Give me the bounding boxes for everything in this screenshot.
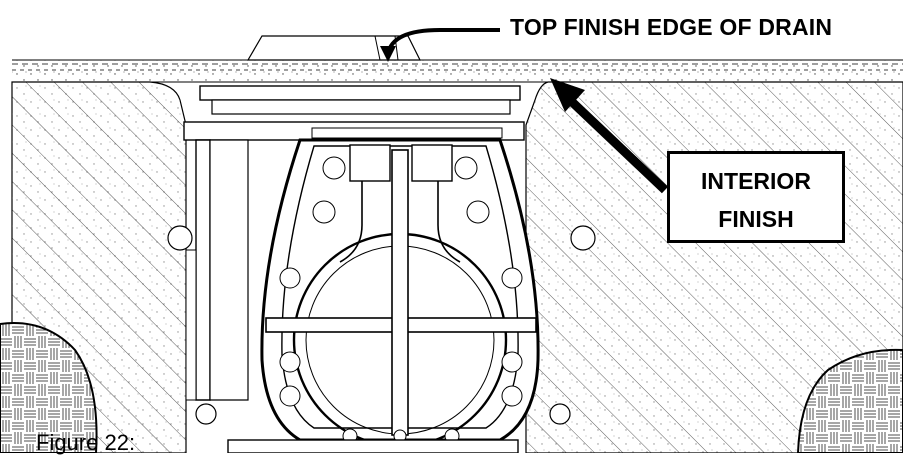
top-finish-edge-label: TOP FINISH EDGE OF DRAIN	[510, 14, 833, 40]
brick-region-left	[0, 322, 98, 454]
interior-finish-label-line1: INTERIOR	[701, 168, 811, 194]
figure-caption: Figure 22:	[36, 430, 136, 455]
interior-finish-arrow	[550, 78, 669, 194]
rebar-circles	[167, 225, 596, 425]
interior-finish-label-line2: FINISH	[718, 206, 794, 232]
finish-layer-band	[12, 59, 903, 83]
brick-region-right	[796, 348, 903, 454]
top-edge-arrow	[380, 28, 500, 62]
interior-finish-box: INTERIOR FINISH	[667, 151, 845, 243]
drain-body	[183, 35, 540, 454]
